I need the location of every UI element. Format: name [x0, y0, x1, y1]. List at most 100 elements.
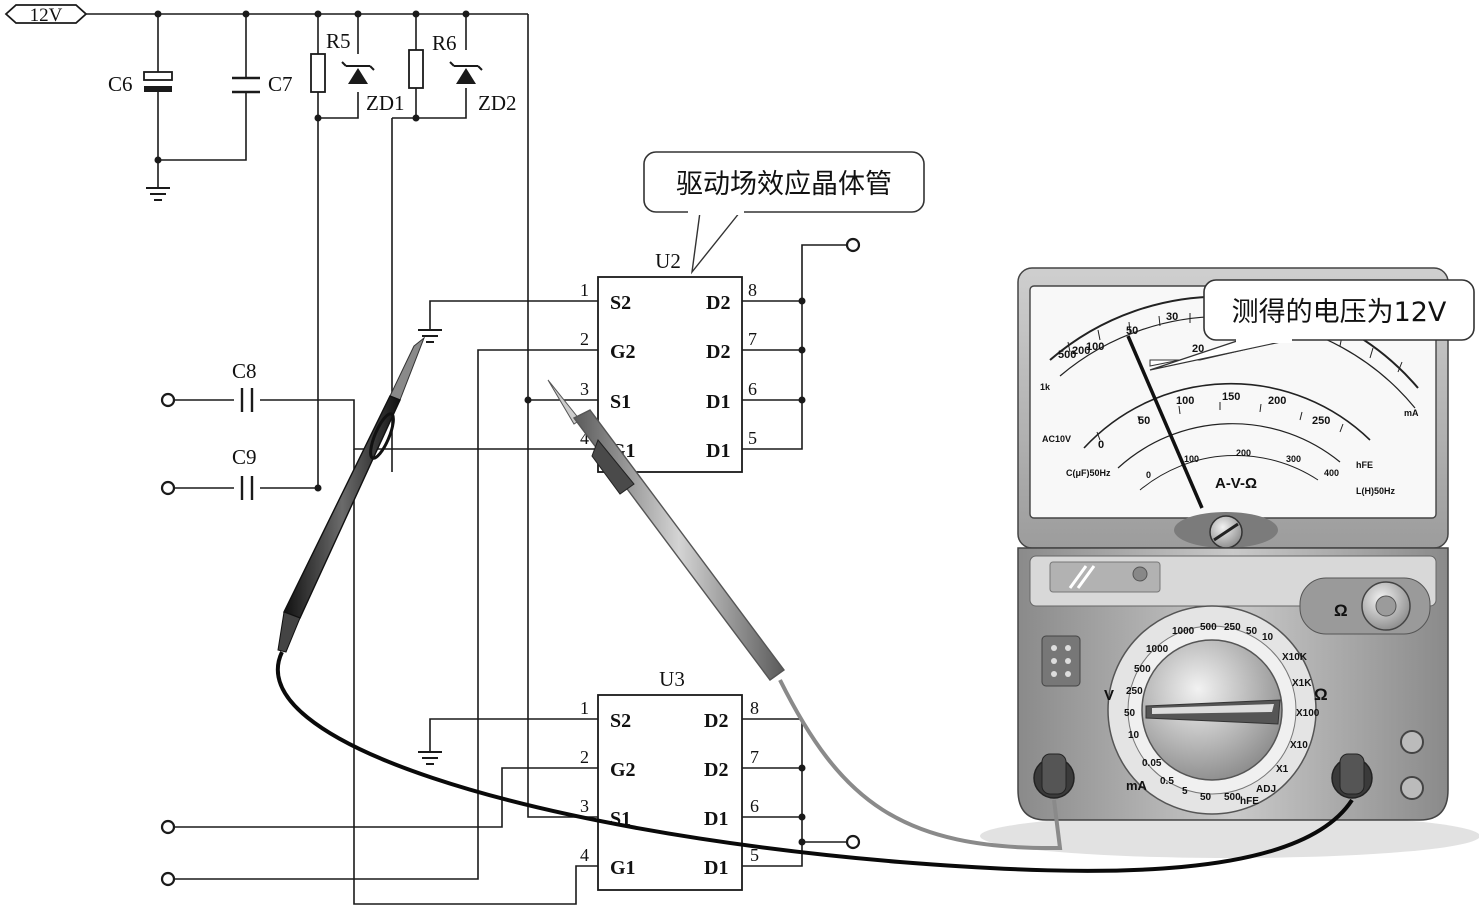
- dial-ohm-x10k: X10K: [1282, 652, 1308, 663]
- dial-ma-500: 500: [1224, 792, 1241, 803]
- c8-label: C8: [232, 359, 257, 383]
- u2-pin-name: D1: [706, 440, 730, 462]
- u3-pin-num: 6: [750, 796, 759, 816]
- scale-hfe-400: 400: [1324, 468, 1339, 478]
- dial-hfe: hFE: [1240, 796, 1259, 807]
- dial-acv-50: 50: [1246, 626, 1258, 637]
- dial-ohm-x100: X100: [1296, 708, 1320, 719]
- ground-u2: [418, 329, 442, 343]
- probe-leads: [275, 651, 1354, 873]
- dial-ma-005: 0.05: [1142, 758, 1162, 769]
- ground-u3: [418, 751, 442, 765]
- u2-pin-name: S2: [610, 292, 631, 314]
- u3-pin-name: G2: [610, 759, 636, 781]
- zd1-label: ZD1: [366, 91, 405, 115]
- ground-c6: [146, 187, 170, 201]
- scale-hfe: hFE: [1356, 460, 1373, 470]
- dial-ma-label: mA: [1126, 778, 1148, 793]
- u2-pin-num: 5: [748, 428, 757, 448]
- scale-ac10v: AC10V: [1042, 434, 1071, 444]
- aux-jack-2[interactable]: [1400, 776, 1424, 800]
- multimeter: 500 200 100 50 30 20 0 50 100 150 200 25…: [980, 267, 1479, 858]
- aux-jack-1[interactable]: [1400, 730, 1424, 754]
- u2-pin-name: D2: [706, 341, 730, 363]
- u2-pin-num: 7: [748, 329, 757, 349]
- callout-driver-fet-text: 驱动场效应晶体管: [676, 169, 892, 200]
- dial-acv-1000: 1000: [1172, 626, 1195, 637]
- scale-dcv-50: 50: [1138, 415, 1150, 427]
- resistor-r6: R6: [408, 31, 457, 89]
- u3-pin-name: D1: [704, 857, 728, 879]
- dial-dcv-250: 250: [1126, 686, 1143, 697]
- u2-pin-name: G2: [610, 341, 636, 363]
- dial-adj: ADJ: [1256, 784, 1276, 795]
- dial-ma-50: 50: [1200, 792, 1212, 803]
- ohm-knob-label: Ω: [1334, 601, 1348, 620]
- dial-dcv-50: 50: [1124, 708, 1136, 719]
- zener-zd1: ZD1: [341, 61, 405, 115]
- scale-hfe-300: 300: [1286, 454, 1301, 464]
- callout-measured-voltage-text: 测得的电压为12V: [1232, 297, 1447, 328]
- dial-ohm-x10: X10: [1290, 740, 1308, 751]
- u3-pin-num: 4: [580, 845, 589, 865]
- u2-pin-num: 4: [580, 428, 589, 448]
- r6-label: R6: [432, 31, 457, 55]
- scale-dcv-0: 0: [1098, 439, 1104, 451]
- scale-hfe-0: 0: [1146, 470, 1151, 480]
- black-probe[interactable]: [277, 336, 426, 653]
- u3-pin-num: 1: [580, 698, 589, 718]
- u2-pin-num: 6: [748, 379, 757, 399]
- u3-pin-num: 2: [580, 747, 589, 767]
- dial-ohm-x1k: X1K: [1292, 678, 1312, 689]
- zener-zd2: ZD2: [449, 61, 517, 115]
- u2-pin-num: 8: [748, 280, 757, 300]
- dial-dcv-10: 10: [1128, 730, 1140, 741]
- scale-hfe-200: 200: [1236, 448, 1251, 458]
- dial-acv-10: 10: [1262, 632, 1274, 643]
- u3-pin-name: S2: [610, 710, 631, 732]
- scale-top-20: 20: [1192, 343, 1204, 355]
- capacitor-c8: C8: [232, 359, 257, 412]
- dial-dcv-500: 500: [1134, 664, 1151, 675]
- dial-ma-05: 0.5: [1160, 776, 1174, 787]
- zd2-label: ZD2: [478, 91, 517, 115]
- scale-side-1k: 1k: [1040, 382, 1051, 392]
- scale-cap: C(μF)50Hz: [1066, 468, 1111, 478]
- u2-pin-num: 3: [580, 379, 589, 399]
- dial-v-label: V: [1104, 687, 1114, 704]
- u3-pin-name: G1: [610, 857, 636, 879]
- dial-ohm-label: Ω: [1314, 685, 1328, 704]
- callout-measured-voltage: 测得的电压为12V: [1149, 279, 1475, 371]
- dial-ma-5: 5: [1182, 786, 1188, 797]
- c9-label: C9: [232, 445, 257, 469]
- capacitor-c9: C9: [232, 445, 257, 500]
- c6-label: C6: [108, 72, 133, 96]
- chip-u2: U2 1 2 3 4 S2 G2 S1 G1 8 7 6 5 D2 D2 D1 …: [580, 249, 757, 473]
- u3-pin-num: 7: [750, 747, 759, 767]
- u3-pin-name: D1: [704, 808, 728, 830]
- u2-pin-num: 1: [580, 280, 589, 300]
- junction-dots: [154, 10, 806, 846]
- c7-label: C7: [268, 72, 293, 96]
- scale-top-200: 200: [1072, 345, 1090, 357]
- dial-acv-500: 500: [1200, 622, 1217, 633]
- com-jack[interactable]: [1033, 753, 1075, 799]
- scale-top-500: 500: [1058, 349, 1076, 361]
- chip-u3: U3 1 2 3 4 S2 G2 S1 G1 8 7 6 5 D2 D2 D1 …: [580, 667, 759, 891]
- u3-pin-num: 5: [750, 845, 759, 865]
- capacitor-c7: C7: [232, 72, 293, 96]
- scale-ma: mA: [1404, 408, 1419, 418]
- meter-needle: [1126, 335, 1204, 509]
- u2-pin-name: S1: [610, 391, 631, 413]
- u3-pin-name: D2: [704, 759, 728, 781]
- supply-label: 12V: [30, 5, 63, 26]
- scale-hfe-100: 100: [1184, 454, 1199, 464]
- scale-top-30: 30: [1166, 311, 1178, 323]
- capacitor-c6: C6: [108, 71, 173, 96]
- u3-label: U3: [659, 667, 685, 691]
- scale-dcv-100: 100: [1176, 395, 1194, 407]
- resistor-r5: R5: [310, 29, 351, 93]
- red-probe[interactable]: [547, 379, 785, 681]
- plus-jack[interactable]: [1331, 753, 1373, 799]
